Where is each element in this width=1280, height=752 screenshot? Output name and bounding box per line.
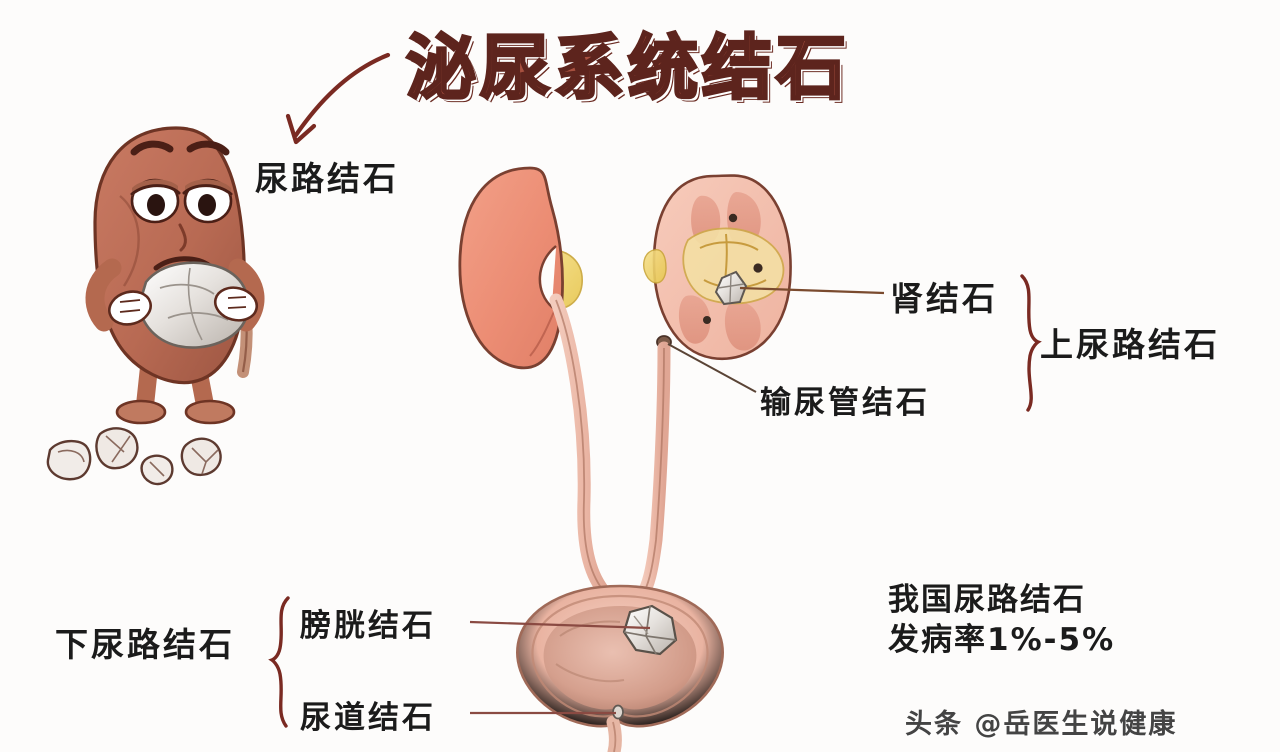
label-lower-urinary-tract-stone: 下尿路结石 (55, 625, 235, 664)
source-watermark: 头条 @岳医生说健康 (905, 709, 1178, 740)
label-urethral-stone: 尿道结石 (300, 700, 436, 736)
brace-lower-urinary (268, 596, 290, 728)
page-title: 泌尿系统结石 (405, 25, 850, 110)
title-pointer-arrow (285, 52, 391, 145)
leader-line-kidney-stone (739, 286, 885, 295)
label-bladder-stone: 膀胱结石 (300, 608, 436, 644)
brace-upper-urinary (1020, 274, 1042, 412)
statistic-line-2: 发病率1%-5% (888, 622, 1116, 658)
label-upper-urinary-tract-stone: 上尿路结石 (1040, 325, 1220, 364)
leader-line-bladder-stone (469, 620, 651, 630)
bladder-with-stone (516, 584, 724, 752)
sad-kidney-mascot (85, 126, 265, 425)
label-kidney-stone: 肾结石 (890, 279, 998, 318)
leader-lines (469, 286, 885, 715)
label-ureteral-stone: 输尿管结石 (760, 385, 930, 421)
leader-line-ureteral-stone (667, 343, 757, 393)
right-kidney-cross-section (643, 174, 792, 361)
left-kidney-exterior (458, 166, 583, 370)
statistic-block: 我国尿路结石 发病率1%-5% (888, 580, 1138, 660)
label-urinary-tract-stone: 尿路结石 (255, 159, 399, 198)
loose-stones-group (46, 427, 222, 486)
ureters (549, 293, 671, 603)
statistic-line-1: 我国尿路结石 (888, 582, 1086, 618)
